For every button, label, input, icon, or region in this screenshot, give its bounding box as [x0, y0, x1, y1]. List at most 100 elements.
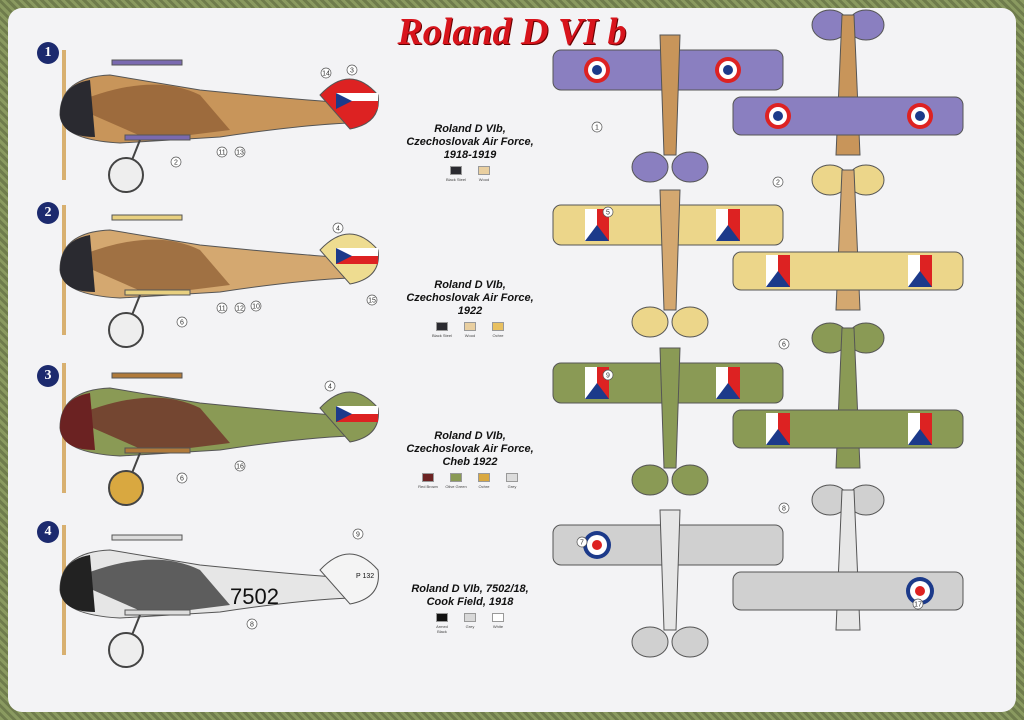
- callout-number: 5: [606, 210, 610, 217]
- callout-marker: [772, 176, 784, 188]
- color-swatch: Grey: [459, 613, 481, 634]
- callout-marker: [352, 528, 364, 540]
- star-insignia: [592, 540, 602, 550]
- lower-wing-side: [124, 609, 191, 616]
- callout-marker: [246, 618, 258, 630]
- callout-number: 11: [218, 306, 225, 313]
- scheme-caption-3: Roland D VIb, Czechoslovak Air Force, Ch…: [395, 430, 545, 489]
- callout-marker: [576, 536, 588, 548]
- insignia-blue: [766, 271, 790, 287]
- callout-marker: [332, 222, 344, 234]
- callout-number: 16: [236, 464, 244, 471]
- callout-number: 1: [595, 125, 599, 132]
- rudder-white: [336, 93, 378, 101]
- lower-wing-bottom: [732, 409, 964, 449]
- color-swatch: White: [487, 613, 509, 634]
- color-swatch: Red Brown: [417, 473, 439, 489]
- callout-number: 6: [782, 342, 786, 349]
- insignia-blue: [908, 271, 932, 287]
- callout-number: 8: [782, 506, 786, 513]
- callout-marker: [176, 316, 188, 328]
- wheel: [108, 157, 144, 193]
- callout-marker: [602, 206, 614, 218]
- scheme-number-1: 1: [37, 42, 59, 64]
- tailplane-right: [671, 306, 709, 338]
- callout-number: 12: [236, 306, 244, 313]
- camouflage-patch: [70, 84, 230, 140]
- caption-line: Roland D VIb,: [434, 279, 506, 291]
- serial-number: 7502: [230, 584, 279, 609]
- color-swatch: Wood: [459, 322, 481, 338]
- callout-number: 15: [368, 298, 376, 305]
- tailplane-left: [631, 151, 669, 183]
- wheel: [108, 470, 144, 506]
- callout-number: 7: [580, 540, 584, 547]
- upper-wing-side: [111, 534, 183, 541]
- roundel: [723, 65, 733, 75]
- caption-line: Roland D VIb,: [434, 430, 506, 442]
- callout-marker: [912, 598, 924, 610]
- engine-cowling: [60, 80, 95, 137]
- caption-line: Roland D VIb,: [434, 123, 506, 135]
- caption-line: Czechoslovak Air Force,: [406, 292, 534, 304]
- tailplane-right: [671, 151, 709, 183]
- lower-wing-bottom: [732, 571, 964, 611]
- callout-number: 10: [252, 304, 260, 311]
- wheel: [108, 632, 144, 668]
- callout-marker: [234, 302, 246, 314]
- fuselage-top: [659, 347, 681, 469]
- fuselage-top: [659, 509, 681, 631]
- rudder-red: [336, 256, 378, 264]
- callout-marker: [346, 64, 358, 76]
- rudder-red: [336, 101, 378, 109]
- camouflage-patch: [70, 239, 230, 295]
- scheme-caption-2: Roland D VIb, Czechoslovak Air Force, 19…: [395, 279, 545, 338]
- callout-number: 6: [180, 320, 184, 327]
- lower-wing-side: [124, 134, 191, 141]
- tailplane-left: [631, 464, 669, 496]
- callout-marker: [366, 294, 378, 306]
- callout-number: 6: [180, 476, 184, 483]
- callout-marker: [216, 146, 228, 158]
- callout-number: 8: [250, 622, 254, 629]
- insignia-blue: [766, 429, 790, 445]
- fuselage-top: [659, 34, 681, 156]
- tailplane-left: [631, 306, 669, 338]
- rudder-blue: [336, 93, 352, 109]
- color-swatch: Ochre: [487, 322, 509, 338]
- tailplane-right: [671, 626, 709, 658]
- tail-fin: [319, 553, 379, 605]
- callout-marker: [216, 302, 228, 314]
- callout-number: 2: [776, 180, 780, 187]
- scheme-number-2: 2: [37, 202, 59, 224]
- upper-wing-side: [111, 214, 183, 221]
- caption-line: Czechoslovak Air Force,: [406, 443, 534, 455]
- rudder-white: [336, 248, 378, 256]
- star-insignia: [915, 586, 925, 596]
- insignia-blue: [585, 383, 609, 399]
- caption-line: Czechoslovak Air Force,: [406, 136, 534, 148]
- rudder-red: [336, 414, 378, 422]
- lower-wing-bottom: [732, 96, 964, 136]
- roundel: [773, 111, 783, 121]
- lower-wing-bottom: [732, 251, 964, 291]
- upper-wing-side: [111, 372, 183, 379]
- rudder-blue: [336, 406, 352, 422]
- insignia-blue: [716, 383, 740, 399]
- callout-number: 4: [336, 226, 340, 233]
- wheel: [108, 312, 144, 348]
- upper-wing-side: [111, 59, 183, 66]
- tailplane-right: [671, 464, 709, 496]
- callout-number: 4: [328, 384, 332, 391]
- insignia-blue: [908, 429, 932, 445]
- callout-number: 2: [174, 160, 178, 167]
- fuselage-top: [659, 189, 681, 311]
- rudder-white: [336, 406, 378, 414]
- callout-number: 17: [914, 602, 922, 609]
- callout-marker: [602, 369, 614, 381]
- callout-number: 3: [350, 68, 354, 75]
- caption-line: Cheb 1922: [442, 456, 498, 468]
